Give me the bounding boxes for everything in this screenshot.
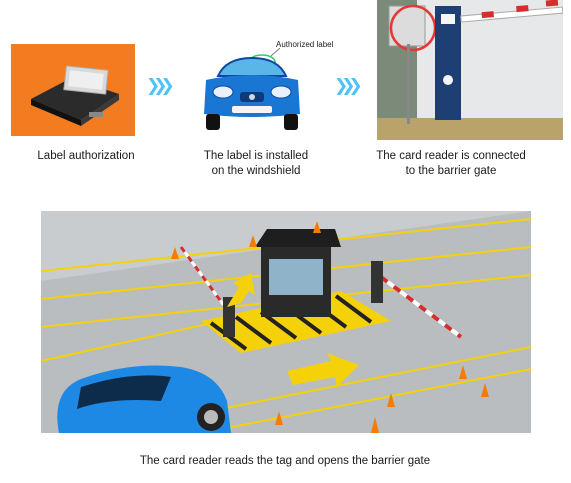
- step3-caption-line2: to the barrier gate: [405, 165, 497, 177]
- step1-caption: Label authorization: [37, 150, 135, 162]
- chevron-right-icon: ❯❯❯: [146, 76, 175, 96]
- step2-caption-line1: The label is installed: [203, 150, 309, 162]
- blue-car-icon: [204, 47, 300, 130]
- label-authorization-image: [11, 44, 135, 136]
- traffic-cone-icon: [171, 221, 489, 433]
- barrier-gate-icon: [377, 0, 564, 140]
- parking-lane-illustration: [40, 211, 532, 434]
- chevron-right-icon: ❯❯❯: [334, 76, 363, 96]
- step2-caption-line2: on the windshield: [211, 165, 301, 177]
- bottom-caption: The card reader reads the tag and opens …: [139, 455, 431, 467]
- rfid-reader-device-icon: [11, 44, 135, 136]
- authorized-label-callout: Authorized label: [276, 40, 334, 49]
- barrier-gate-image: [377, 0, 564, 140]
- toll-booth-icon: [40, 211, 532, 434]
- car-windshield-image: [196, 40, 308, 136]
- step3-caption-line1: The card reader is connected: [376, 150, 526, 162]
